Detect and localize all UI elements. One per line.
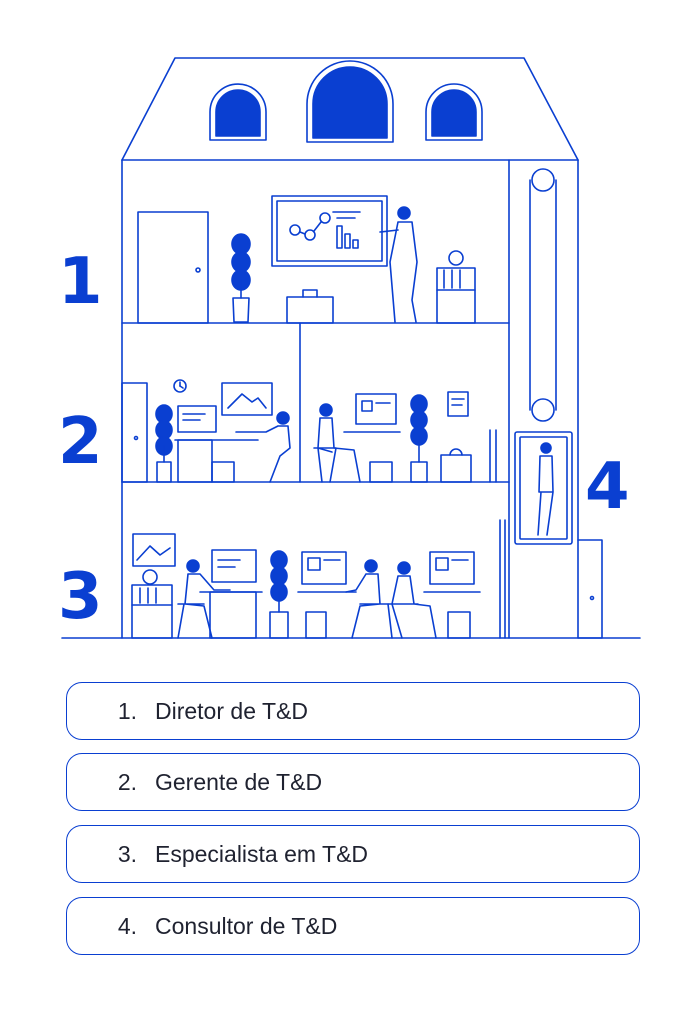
legend-item-4: 4. Consultor de T&D <box>66 897 640 955</box>
side-door <box>577 539 603 639</box>
legend-label: Especialista em T&D <box>155 840 369 867</box>
legend-number: 2. <box>117 768 137 795</box>
legend-item-1: 1. Diretor de T&D <box>66 682 640 740</box>
floor-2-right-scene <box>313 391 497 483</box>
dormer-window-left-icon <box>209 83 267 141</box>
floor-number-1: 1 <box>58 245 103 319</box>
building-illustration <box>61 57 641 639</box>
floor-number-3: 3 <box>58 560 103 634</box>
floor-number-4: 4 <box>585 450 630 524</box>
legend-item-3: 3. Especialista em T&D <box>66 825 640 883</box>
floor-2-left-scene <box>121 379 291 483</box>
floor-number-2: 2 <box>58 405 103 479</box>
legend-label: Consultor de T&D <box>155 912 338 939</box>
dormer-window-right-icon <box>425 83 483 141</box>
legend-label: Diretor de T&D <box>155 697 308 724</box>
legend-item-2: 2. Gerente de T&D <box>66 753 640 811</box>
floor-1-scene <box>137 195 476 324</box>
elevator-shaft <box>514 168 573 545</box>
roof <box>121 57 579 161</box>
floor-3-scene <box>131 519 506 639</box>
legend-label: Gerente de T&D <box>155 768 323 795</box>
legend-number: 4. <box>117 912 137 939</box>
legend-number: 1. <box>117 697 137 724</box>
legend-number: 3. <box>117 840 137 867</box>
dormer-window-center-icon <box>306 60 394 143</box>
